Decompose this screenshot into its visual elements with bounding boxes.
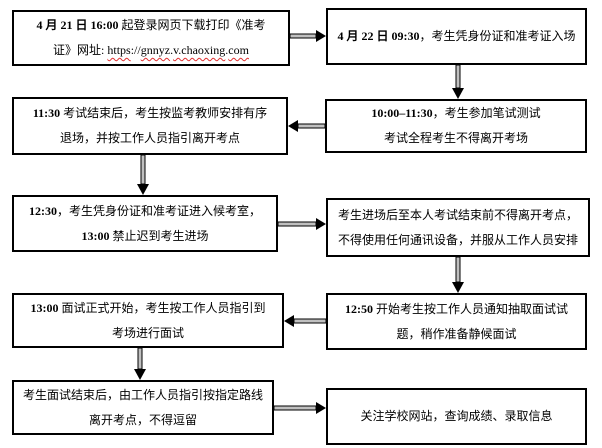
flow-step-text-line: 10:00–11:30，考生参加笔试测试 [371, 106, 541, 120]
flow-step-text-line: 12:30，考生凭身份证和准考证进入候考室， [28, 203, 261, 218]
flow-step-check-results-online: 关注学校网站，查询成绩、录取信息 [326, 388, 587, 445]
arrow-down-step4-to-step5-icon [137, 155, 149, 195]
flow-step-draw-interview-questions: 12:50 开始考生按工作人员通知抽取面试试题，稍作准备静候面试 [326, 293, 587, 350]
flow-step-leave-after-interview: 考生面试结束后，由工作人员指引按指定路线离开考点，不得逗留 [12, 380, 274, 435]
flow-step-text-line: 考生进场后至本人考试结束前不得离开考点， [337, 207, 578, 222]
flow-step-text-line: 考试全程考生不得离开考场 [383, 131, 528, 145]
arrow-down-step6-to-step7-icon [452, 257, 464, 293]
flow-step-text-line: 12:50 开始考生按工作人员通知抽取面试试 [344, 301, 568, 316]
flow-step-enter-waiting-room: 12:30，考生凭身份证和准考证进入候考室， 13:00 禁止迟到考生进场 [12, 195, 278, 252]
arrow-right-step9-to-step10-icon [274, 402, 326, 414]
arrow-right-step5-to-step6-icon [278, 218, 326, 230]
flow-step-written-test: 10:00–11:30，考生参加笔试测试考试全程考生不得离开考场 [325, 99, 587, 153]
flow-step-exit-after-written-test: 11:30 考试结束后，考生按监考教师安排有序退场，并按工作人员指引离开考点 [12, 97, 288, 155]
arrow-right-step1-to-step2-icon [290, 30, 326, 42]
flow-step-text-line: 11:30 考试结束后，考生按监考教师安排有序 [32, 106, 268, 120]
arrow-left-step3-to-step4-icon [288, 120, 325, 132]
arrow-left-step7-to-step8-icon [284, 315, 326, 327]
flow-step-text-line: 题，稍作准备静候面试 [396, 326, 517, 341]
flow-step-no-leaving-no-devices: 考生进场后至本人考试结束前不得离开考点， 不得使用任何通讯设备，并服从工作人员安排 [326, 198, 590, 257]
arrow-down-step2-to-step3-icon [452, 65, 464, 99]
flow-step-entry-with-id: 4 月 22 日 09:30，考生凭身份证和准考证入场 [326, 8, 587, 65]
arrow-down-step8-to-step9-icon [134, 348, 146, 380]
flow-step-download-admission-ticket: 4 月 21 日 16:00 起登录网页下载打印《准考证》网址: https:/… [12, 10, 290, 66]
flow-step-text-line: 离开考点，不得逗留 [88, 412, 197, 427]
flow-step-text-line: 考场进行面试 [111, 325, 184, 340]
flow-step-text-line: 关注学校网站，查询成绩、录取信息 [360, 409, 553, 423]
flow-step-text-line: 13:00 面试正式开始，考生按工作人员指引到 [30, 300, 266, 315]
flow-step-text-line: 4 月 21 日 16:00 起登录网页下载打印《准考 [36, 18, 266, 32]
flow-step-text-line: 考生面试结束后，由工作人员指引按指定路线 [22, 387, 263, 402]
flow-step-interview-begins: 13:00 面试正式开始，考生按工作人员指引到考场进行面试 [12, 293, 284, 348]
flow-step-text-line: 不得使用任何通讯设备，并服从工作人员安排 [337, 232, 578, 247]
flow-step-text-line: 13:00 禁止迟到考生进场 [81, 228, 209, 243]
flow-step-text-line: 证》网址: https://gnnyz.v.chaoxing.com [53, 43, 249, 57]
flow-step-text-line: 退场，并按工作人员指引离开考点 [59, 131, 240, 145]
flow-step-text-line: 4 月 22 日 09:30，考生凭身份证和准考证入场 [337, 29, 576, 43]
